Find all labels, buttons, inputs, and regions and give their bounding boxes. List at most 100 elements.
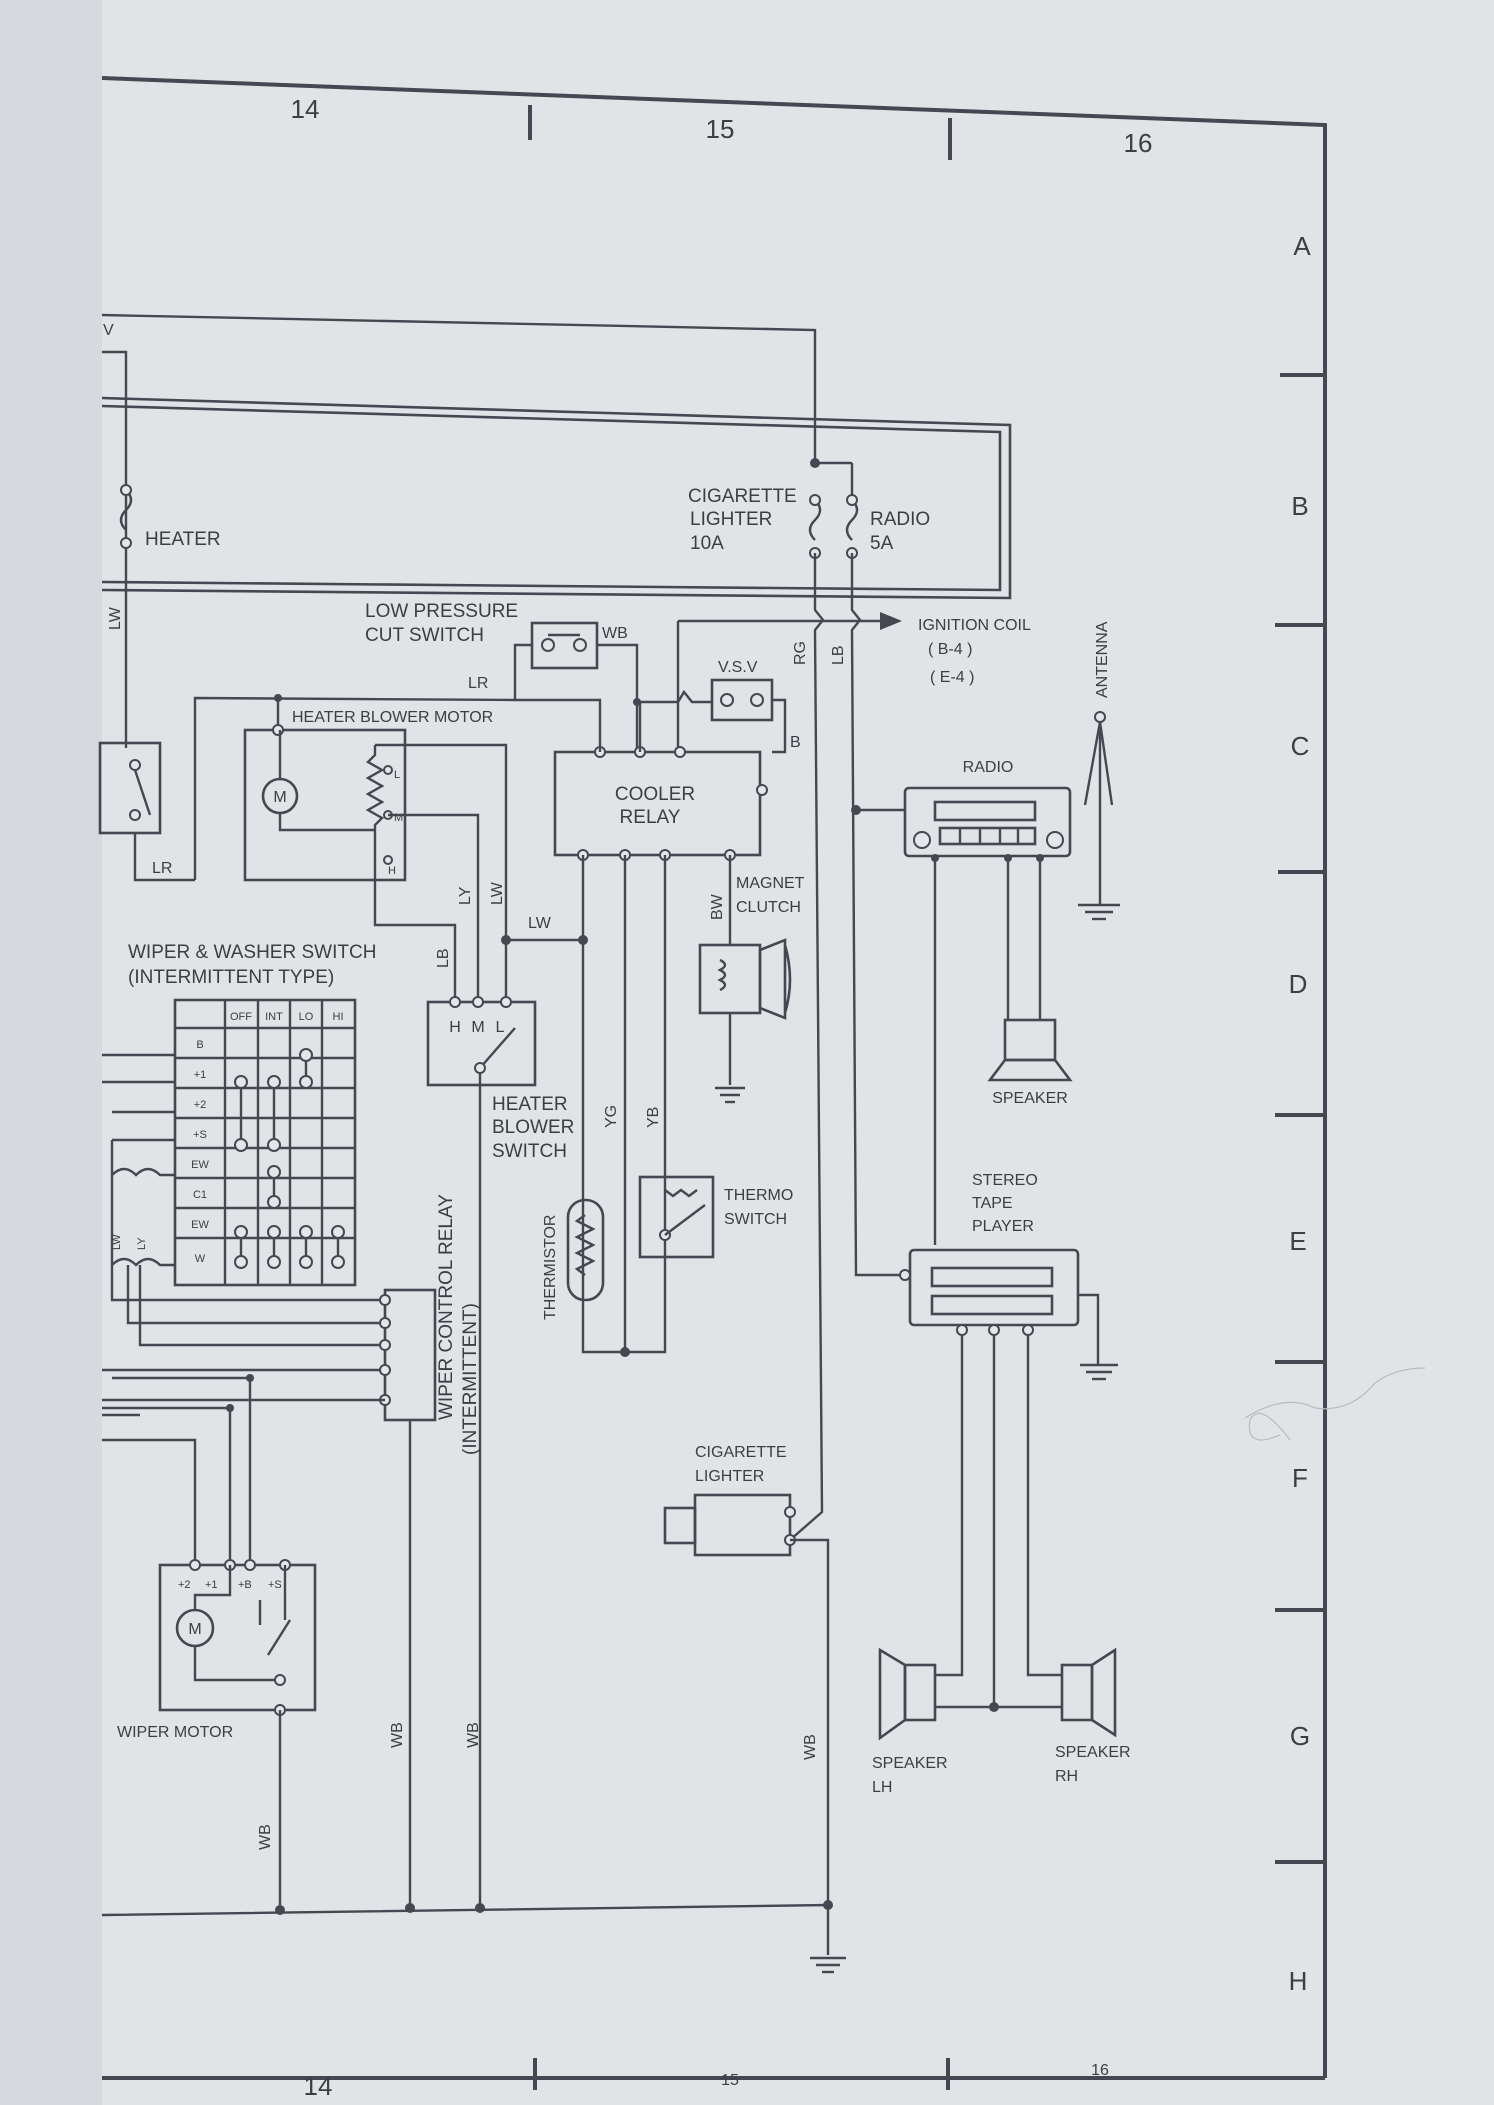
page-paper — [100, 0, 1494, 2105]
wiper-switch-line-1: WIPER & WASHER SWITCH — [128, 942, 376, 963]
motor-tap-m: M — [394, 812, 403, 824]
page-left-shadow — [0, 0, 102, 2105]
cigarette-lighter: CIGARETTE LIGHTER WB — [663, 1444, 830, 1905]
switch-contacts — [234, 1048, 345, 1269]
thermistor-label: THERMISTOR — [542, 1215, 559, 1320]
blower-switch-line-1: HEATER — [492, 1094, 568, 1115]
speaker-rh: SPEAKER RH — [1055, 1647, 1131, 1785]
wire-code-v: V — [103, 322, 114, 339]
blower-switch-line-3: SWITCH — [492, 1141, 567, 1162]
wire-code-yb: YB — [645, 1107, 662, 1128]
cooler-relay-line-2: RELAY — [620, 807, 681, 828]
radio-speaker-label: SPEAKER — [992, 1090, 1068, 1107]
switch-row-ew-2: EW — [191, 1219, 209, 1231]
low-pressure-line-1: LOW PRESSURE — [365, 601, 518, 622]
wiper-motor: +2 +1 +B +S M WIPER MOTOR WB — [117, 1559, 317, 1905]
wire-code-lb-switch: LB — [435, 948, 452, 968]
switch-row-w: W — [195, 1253, 206, 1265]
clutch-pulley-icon — [758, 938, 792, 1020]
radio-fuse-line-1: RADIO — [870, 509, 930, 530]
wiper-relay-line-2: (INTERMITTENT) — [460, 1303, 481, 1455]
row-label-f: F — [1292, 1463, 1308, 1493]
wire-code-wb-switch: WB — [465, 1722, 482, 1748]
column-label-14: 14 — [291, 94, 320, 124]
blower-switch-line-2: BLOWER — [492, 1117, 574, 1138]
wire-code-lr-top: LR — [468, 675, 488, 692]
thermo-switch-line-2: SWITCH — [724, 1211, 787, 1228]
blower-switch-pos-m: M — [471, 1019, 484, 1036]
ground-bus — [101, 1900, 846, 1974]
stereo-line-1: STEREO — [972, 1172, 1038, 1189]
wire-code-lw-mid: LW — [528, 915, 552, 932]
left-edge-switch: LR LW — [98, 606, 195, 882]
cig-fuse-line-2: LIGHTER — [690, 509, 772, 530]
blower-motor-symbol: M — [273, 789, 286, 806]
cooler-relay-line-1: COOLER — [615, 784, 695, 805]
fuse-box-area: V HEATER CIGARETTE LIGHTER 10A RADIO 5A — [101, 313, 1012, 748]
column-label-14-bottom: 14 — [304, 2071, 333, 2101]
magnet-clutch-line-1: MAGNET — [736, 875, 805, 892]
cigarette-lighter-fuse-icon — [808, 499, 822, 541]
antenna: ANTENNA — [1078, 621, 1120, 921]
low-pressure-cut-switch: LOW PRESSURE CUT SWITCH WB LR — [365, 601, 639, 750]
switch-header-int: INT — [265, 1011, 283, 1023]
speaker-rh-line-1: SPEAKER — [1055, 1744, 1131, 1761]
wiper-control-relay: WIPER CONTROL RELAY (INTERMITTENT) WB WB — [102, 1194, 482, 1905]
stray-fiber — [1244, 1367, 1426, 1441]
ignition-line-3: ( E-4 ) — [930, 669, 974, 686]
row-label-a: A — [1293, 231, 1311, 261]
radio-label: RADIO — [963, 759, 1014, 776]
motor-tap-h: H — [388, 865, 396, 877]
switch-row-plus1: +1 — [194, 1069, 207, 1081]
row-label-c: C — [1291, 731, 1310, 761]
heater-fuse-icon — [119, 489, 133, 531]
wire-code-lw-wiper: LW — [111, 1234, 123, 1250]
wiper-motor-term-plus-s: +S — [268, 1579, 282, 1591]
speaker-lh-line-2: LH — [872, 1779, 892, 1796]
heater-blower-switch: H M L HEATER BLOWER SWITCH — [426, 996, 574, 1905]
wiper-motor-symbol: M — [188, 1621, 201, 1638]
thermo-switch: THERMO SWITCH — [638, 1175, 793, 1259]
switch-table-grid — [175, 1000, 355, 1285]
wiper-motor-label: WIPER MOTOR — [117, 1724, 233, 1741]
clutch-coil-icon — [717, 958, 727, 992]
column-label-15-bottom: 15 — [721, 2072, 739, 2089]
wiper-switch-wires: LW LY — [102, 1053, 385, 1565]
row-label-b: B — [1291, 491, 1308, 521]
row-label-h: H — [1289, 1966, 1308, 1996]
stereo-line-2: TAPE — [972, 1195, 1013, 1212]
wire-code-b: B — [790, 734, 801, 751]
blower-switch-pos-h: H — [449, 1019, 461, 1036]
row-label-e: E — [1289, 1226, 1306, 1256]
ignition-line-1: IGNITION COIL — [918, 617, 1031, 634]
switch-row-c1: C1 — [193, 1189, 207, 1201]
border-frame — [101, 76, 1327, 2090]
blower-switch-pos-l: L — [496, 1019, 505, 1036]
radio-unit: RADIO — [851, 759, 1072, 1245]
wire-code-lb: LB — [830, 645, 847, 665]
wire-code-wb-relay: WB — [389, 1722, 406, 1748]
radio-fuse-line-2: 5A — [870, 533, 894, 554]
switch-row-plus2: +2 — [194, 1099, 207, 1111]
switch-row-b: B — [196, 1039, 203, 1051]
stereo-tape-player: STEREO TAPE PLAYER — [899, 1172, 1118, 1712]
heater-fuse-label: HEATER — [145, 529, 221, 550]
wire-code-rg: RG — [792, 641, 809, 665]
heater-blower-motor: HEATER BLOWER MOTOR M L M H LY LW LB — [193, 694, 516, 1002]
cig-fuse-line-1: CIGARETTE — [688, 486, 797, 507]
cig-lighter-line-1: CIGARETTE — [695, 1444, 787, 1461]
switch-row-plus-s: +S — [193, 1129, 207, 1141]
thermo-switch-line-1: THERMO — [724, 1187, 793, 1204]
speaker-rh-line-2: RH — [1055, 1768, 1078, 1785]
magnet-clutch-line-2: CLUTCH — [736, 899, 801, 916]
switch-header-lo: LO — [299, 1011, 314, 1023]
wire-code-bw: BW — [709, 893, 726, 920]
row-markers: A B C D E F G H — [1289, 231, 1312, 1996]
column-label-15: 15 — [706, 114, 735, 144]
vsv-label: V.S.V — [718, 659, 758, 676]
switch-header-off: OFF — [230, 1011, 252, 1023]
wiper-motor-term-plus2: +2 — [178, 1579, 191, 1591]
wiper-switch-line-2: (INTERMITTENT TYPE) — [128, 967, 334, 988]
cooler-relay: COOLER RELAY BW LW YG YB — [501, 698, 768, 1357]
magnet-clutch: MAGNET CLUTCH — [698, 875, 805, 1104]
